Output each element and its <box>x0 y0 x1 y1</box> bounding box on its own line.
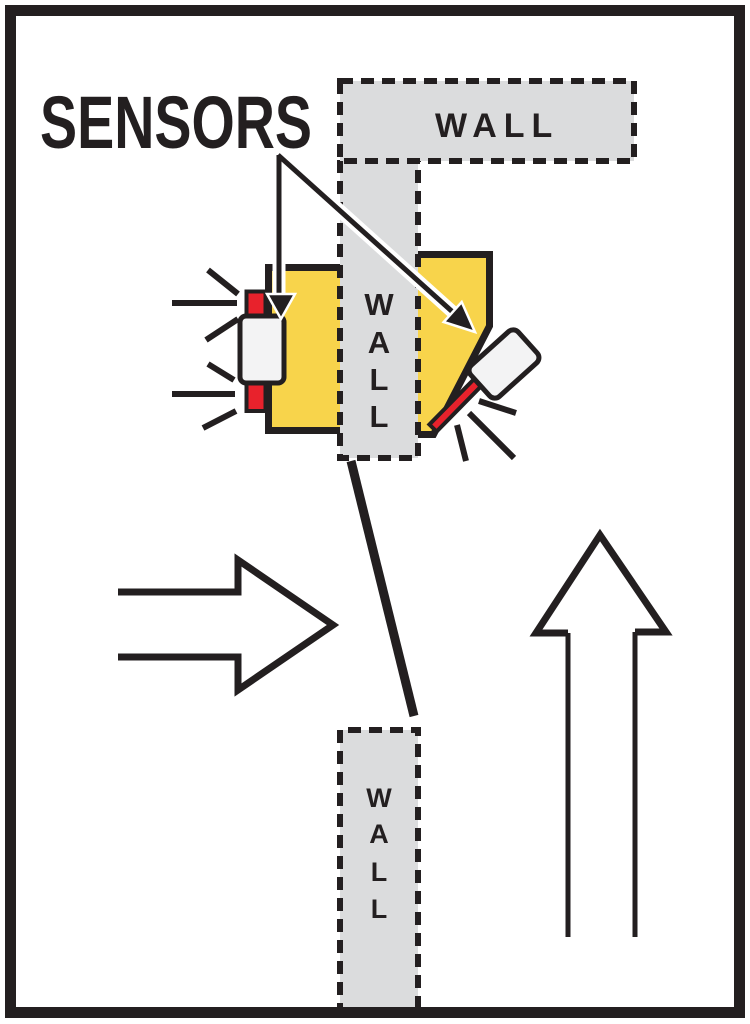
emission-line <box>466 410 517 461</box>
wall-top: WALL <box>337 78 637 164</box>
wall-middle-letter-w: W <box>364 287 394 322</box>
sensor-left-lens <box>237 313 287 386</box>
sensor-left-emission-lines <box>172 267 240 431</box>
sensor-right-emission-lines <box>454 398 517 462</box>
wall-middle-letter-a: A <box>368 325 390 360</box>
pointer-right-line <box>276 153 458 317</box>
wall-middle-letter-l2: L <box>370 399 389 434</box>
emission-line <box>478 398 517 416</box>
wall-bottom-letter-a: A <box>369 819 389 849</box>
emission-line <box>204 316 240 343</box>
wall-bottom-shape <box>337 727 421 1016</box>
wall-middle: W A L L <box>337 160 421 461</box>
wall-middle-letter-l1: L <box>370 362 389 397</box>
wall-top-label: WALL <box>435 107 559 145</box>
pointer-arrows <box>264 150 478 335</box>
outer-frame <box>5 5 745 1018</box>
emission-line <box>206 267 240 297</box>
wall-bottom-letter-l1: L <box>371 857 388 887</box>
page-title: SENSORS <box>40 81 312 164</box>
pointer-left-arrowhead <box>264 292 298 322</box>
flow-arrow-up <box>529 528 673 937</box>
sensor-left-mount-bottom <box>244 381 268 413</box>
emission-line <box>206 361 236 383</box>
sensor-right-lens <box>466 327 542 401</box>
wall-bottom-letter-l2: L <box>371 894 388 924</box>
wall-top-shape <box>337 78 637 164</box>
emission-line <box>454 424 469 462</box>
sensor-left <box>172 267 287 431</box>
flow-arrow-up-head <box>529 528 673 637</box>
sensor-right <box>426 327 542 462</box>
pointer-right-arrowhead <box>441 299 478 335</box>
emission-line <box>201 408 238 431</box>
sensor-right-lens-group <box>466 327 542 401</box>
wall-bottom: W A L L <box>337 727 421 1016</box>
wall-bottom-letter-w: W <box>366 783 392 813</box>
flow-arrow-right <box>118 553 340 697</box>
door-swing-line <box>346 459 419 718</box>
